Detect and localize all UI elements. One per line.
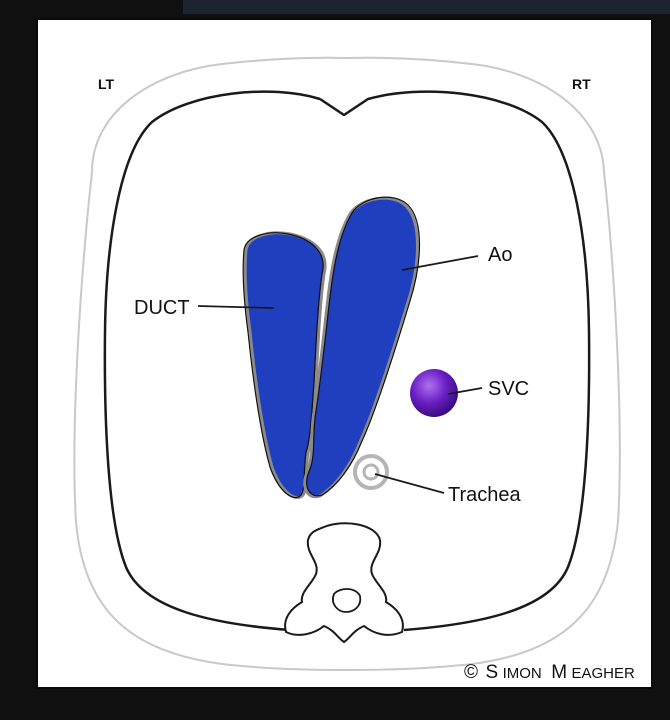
- trachea-leader-line: [375, 474, 444, 493]
- copyright-last-rest: EAGHER: [572, 665, 636, 682]
- left-side-label: LT: [98, 76, 115, 92]
- aorta: [305, 198, 418, 497]
- trachea-label: Trachea: [448, 484, 522, 506]
- right-side-label: RT: [572, 76, 591, 92]
- copyright-notice: © S IMON M EAGHER: [464, 662, 635, 683]
- top-edge-strip: [183, 0, 670, 14]
- diagram-svg: LT RT DUCT Ao SVC Trachea © S IMON M EAG…: [38, 20, 651, 687]
- duct-label: DUCT: [134, 297, 190, 319]
- copyright-first-initial: S: [485, 662, 498, 683]
- copyright-last-initial: M: [551, 662, 567, 683]
- trachea-inner-ring: [364, 465, 378, 479]
- copyright-first-rest: IMON: [503, 665, 542, 682]
- aorta-label: Ao: [488, 244, 512, 266]
- diagram-canvas: LT RT DUCT Ao SVC Trachea © S IMON M EAG…: [36, 18, 653, 689]
- spinal-canal: [333, 589, 360, 612]
- vertebra: [285, 523, 403, 642]
- svc-label: SVC: [488, 378, 529, 400]
- copyright-symbol: ©: [464, 662, 478, 683]
